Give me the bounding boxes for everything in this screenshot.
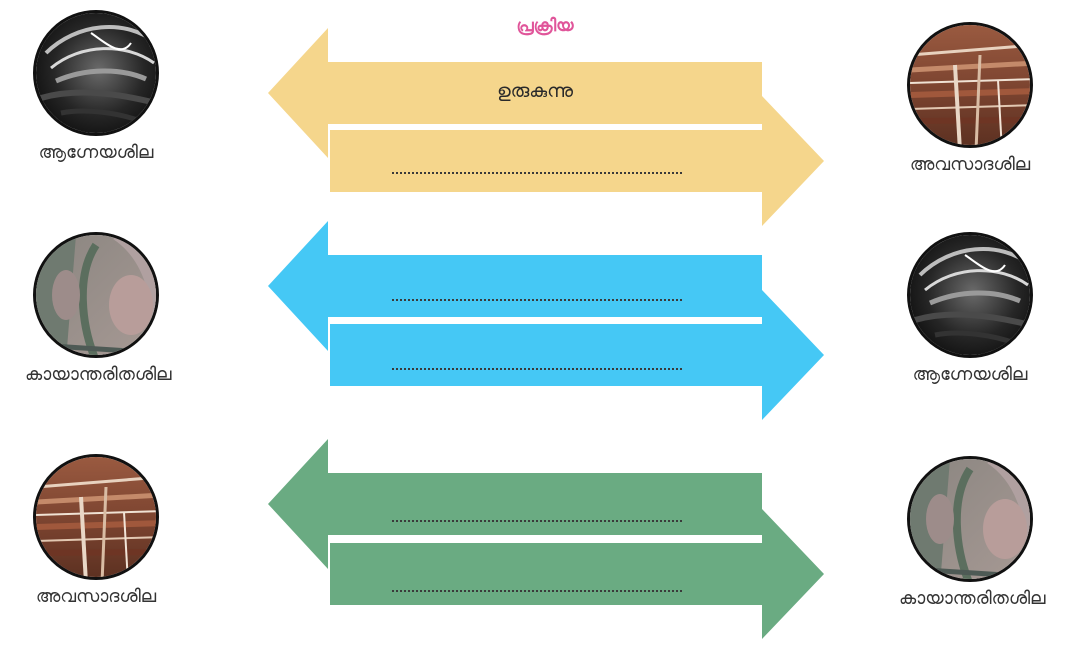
left-arrow-row-3: [268, 439, 762, 569]
rock-label: ആഗ്നേയശില: [38, 142, 154, 163]
blank-field[interactable]: [392, 172, 682, 174]
rock-label: ആഗ്നേയശില: [912, 364, 1028, 385]
igneous-rock-image: [33, 10, 159, 136]
right-arrow-row-2: [330, 290, 824, 420]
left-arrow-row-2: [268, 221, 762, 351]
rock-card-right-row-3: കായാന്തരിതശില: [899, 456, 1046, 609]
metamorphic-rock-image: [907, 456, 1033, 582]
rock-card-left-row-2: കായാന്തരിതശില: [25, 232, 172, 385]
sedimentary-rock-image: [33, 454, 159, 580]
sedimentary-rock-image: [907, 22, 1033, 148]
right-arrow-row-3: [330, 509, 824, 639]
rock-label: കായാന്തരിതശില: [25, 364, 172, 385]
rock-label: അവസാദശില: [35, 586, 157, 607]
blank-field[interactable]: [392, 368, 682, 370]
process-heading: പ്രക്രിയ: [516, 16, 574, 36]
right-arrow-row-1: [330, 96, 824, 226]
rock-label: അവസാദശില: [909, 154, 1031, 175]
left-arrow-label-row-1: ഉരുകുന്നു: [496, 80, 574, 102]
blank-field[interactable]: [392, 590, 682, 592]
rock-card-right-row-1: അവസാദശില: [899, 22, 1041, 175]
igneous-rock-image: [907, 232, 1033, 358]
rock-card-left-row-1: ആഗ്നേയശില: [25, 10, 167, 163]
blank-field[interactable]: [392, 299, 682, 301]
rock-label: കായാന്തരിതശില: [899, 588, 1046, 609]
blank-field[interactable]: [392, 520, 682, 522]
metamorphic-rock-image: [33, 232, 159, 358]
rock-card-right-row-2: ആഗ്നേയശില: [899, 232, 1041, 385]
left-arrow-row-1: [268, 28, 762, 158]
rock-card-left-row-3: അവസാദശില: [25, 454, 167, 607]
